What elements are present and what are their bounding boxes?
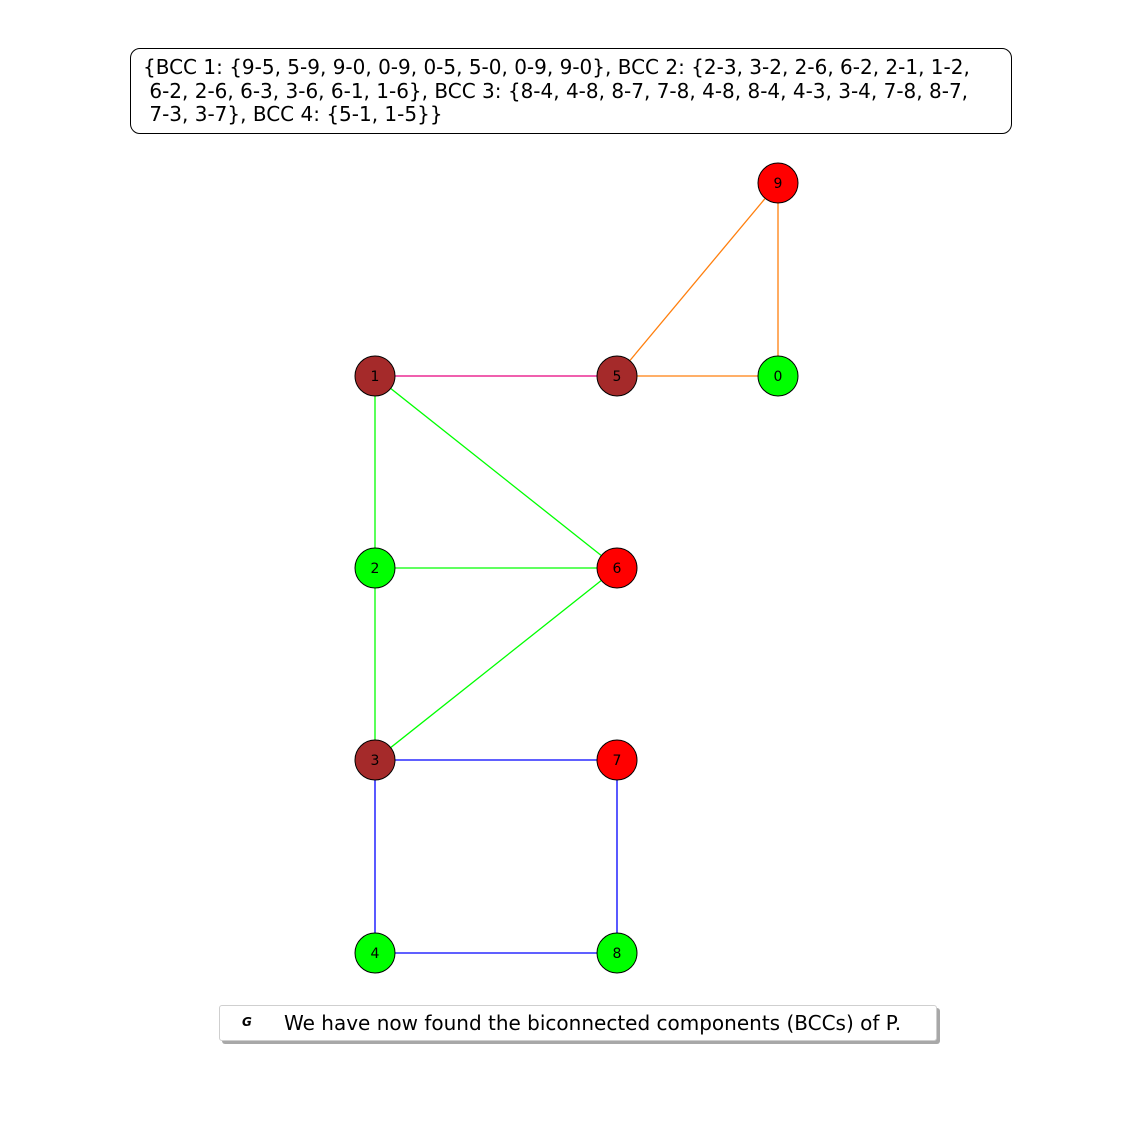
node-circle-8 [596,932,638,974]
nodes-layer: 9 1 5 0 2 6 3 7 4 8 [354,162,799,974]
bcc-summary-line-1: {BCC 1: {9-5, 5-9, 9-0, 0-9, 0-5, 5-0, 0… [143,55,970,79]
node-3: 3 [354,739,396,781]
node-circle-3 [354,739,396,781]
node-2: 2 [354,547,396,589]
node-label-1: 1 [371,369,380,385]
node-circle-5 [596,355,638,397]
node-label-4: 4 [371,946,380,962]
legend-box: G We have now found the biconnected comp… [219,1005,937,1041]
node-6: 6 [596,547,638,589]
node-label-9: 9 [774,176,783,192]
legend-text: We have now found the biconnected compon… [284,1011,902,1035]
node-4: 4 [354,932,396,974]
node-circle-2 [354,547,396,589]
node-label-2: 2 [371,561,380,577]
node-label-0: 0 [774,369,783,385]
bcc-summary-line-2: 6-2, 2-6, 6-3, 3-6, 6-1, 1-6}, BCC 3: {8… [143,78,969,103]
edge-1-6 [374,375,618,569]
node-label-6: 6 [613,561,622,577]
node-label-5: 5 [613,369,622,385]
node-label-7: 7 [613,753,622,769]
node-label-8: 8 [613,946,622,962]
node-5: 5 [596,355,638,397]
node-1: 1 [354,355,396,397]
edge-9-5 [616,182,779,377]
bcc-summary-box: {BCC 1: {9-5, 5-9, 9-0, 0-9, 0-5, 5-0, 0… [130,48,1012,134]
node-label-3: 3 [371,753,380,769]
node-circle-6 [596,547,638,589]
node-7: 7 [596,739,638,781]
legend-marker: G [242,1015,252,1029]
node-circle-7 [596,739,638,781]
edge-6-3 [374,567,618,761]
node-circle-9 [757,162,799,204]
node-9: 9 [757,162,799,204]
node-circle-4 [354,932,396,974]
node-circle-0 [757,355,799,397]
bcc-summary-line-3: 7-3, 3-7}, BCC 4: {5-1, 1-5}} [143,102,443,126]
node-0: 0 [757,355,799,397]
edges-layer [374,182,779,954]
node-8: 8 [596,932,638,974]
node-circle-1 [354,355,396,397]
